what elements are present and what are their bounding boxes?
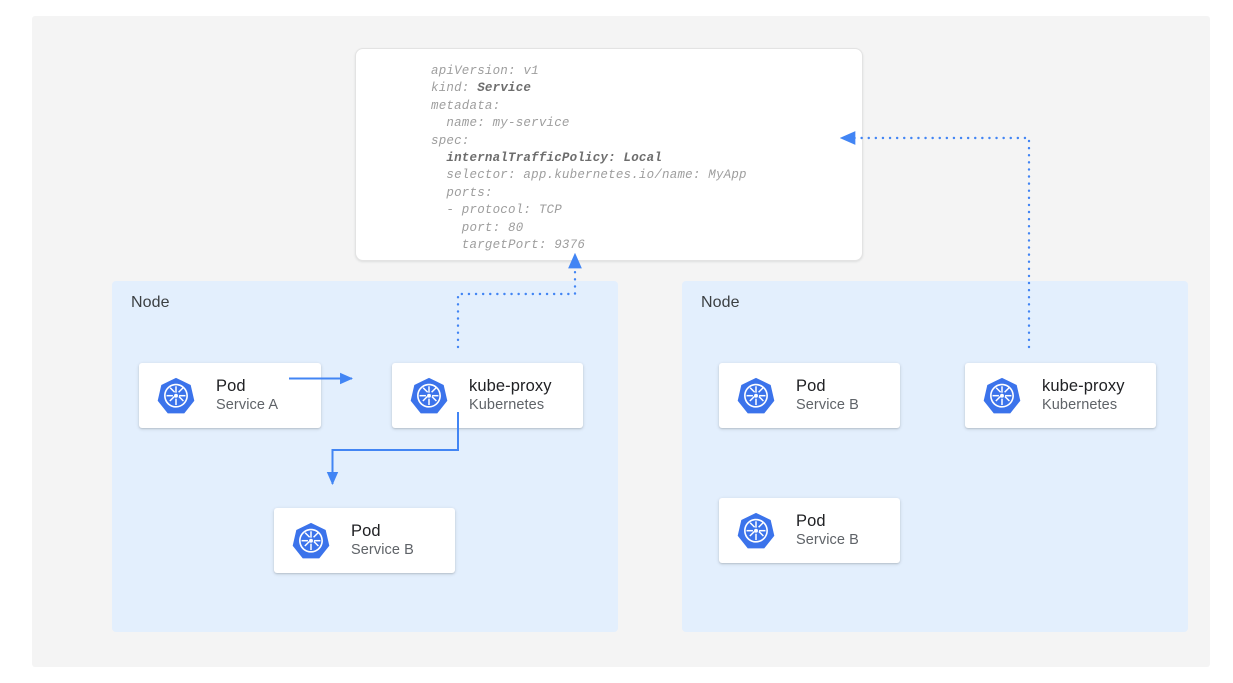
kubernetes-icon (292, 522, 330, 558)
node-panel-right: Node (682, 281, 1188, 632)
node-panel-left: Node (112, 281, 618, 632)
card-text: Pod Service B (796, 511, 859, 550)
card-subtitle: Service B (796, 397, 859, 413)
card-title: Pod (216, 377, 246, 395)
card-kube-proxy-right[interactable]: kube-proxy Kubernetes (965, 363, 1156, 428)
card-subtitle: Service A (216, 397, 279, 413)
diagram-canvas: apiVersion: v1 kind: Service metadata: n… (32, 16, 1210, 667)
card-text: kube-proxy Kubernetes (469, 376, 552, 415)
card-title: Pod (796, 512, 826, 530)
kubernetes-icon (737, 512, 775, 548)
card-title: kube-proxy (1042, 377, 1125, 395)
kubernetes-icon (737, 377, 775, 413)
node-label-left: Node (131, 294, 170, 311)
card-text: kube-proxy Kubernetes (1042, 376, 1125, 415)
card-pod-service-b-right-1[interactable]: Pod Service B (719, 363, 900, 428)
kubernetes-icon (983, 377, 1021, 413)
card-pod-service-b-right-2[interactable]: Pod Service B (719, 498, 900, 563)
service-manifest-code: apiVersion: v1 kind: Service metadata: n… (431, 64, 747, 253)
kubernetes-icon (410, 377, 448, 413)
card-kube-proxy-left[interactable]: kube-proxy Kubernetes (392, 363, 583, 428)
card-title: Pod (351, 522, 381, 540)
card-text: Pod Service B (351, 521, 414, 560)
card-subtitle: Service B (796, 532, 859, 548)
service-manifest-card: apiVersion: v1 kind: Service metadata: n… (355, 48, 863, 261)
card-subtitle: Service B (351, 542, 414, 558)
node-label-right: Node (701, 294, 740, 311)
card-title: kube-proxy (469, 377, 552, 395)
card-title: Pod (796, 377, 826, 395)
kubernetes-icon (157, 377, 195, 413)
card-pod-service-a[interactable]: Pod Service A (139, 363, 321, 428)
card-text: Pod Service A (216, 376, 278, 415)
card-subtitle: Kubernetes (1042, 397, 1118, 413)
card-text: Pod Service B (796, 376, 859, 415)
card-subtitle: Kubernetes (469, 397, 545, 413)
card-pod-service-b-left[interactable]: Pod Service B (274, 508, 455, 573)
